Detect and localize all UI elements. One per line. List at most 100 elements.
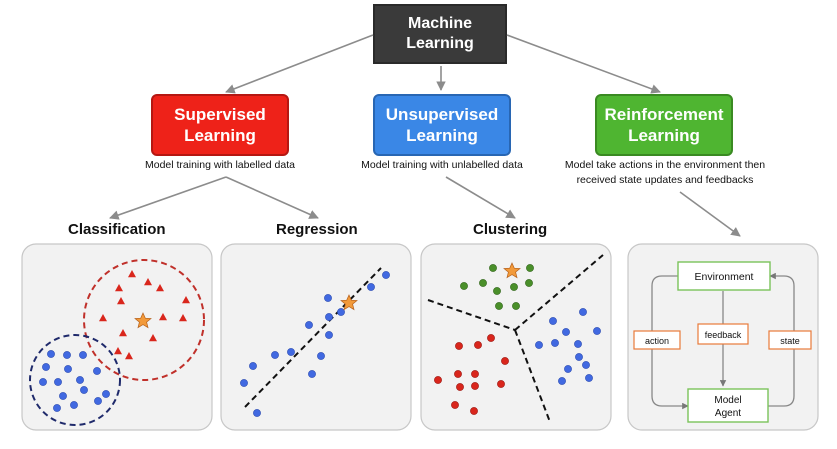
blue-class-point [53, 404, 61, 412]
classification-plot [29, 259, 205, 426]
unsupervised-line1: Unsupervised [385, 104, 499, 124]
supervised-description: Model training with labelled data [120, 158, 320, 173]
unsupervised-line2: Learning [406, 126, 478, 145]
blue-class-point [94, 397, 102, 405]
arrow-to-rl-panel [679, 191, 741, 237]
supervised-line1: Supervised [174, 104, 266, 124]
regression-point [324, 294, 332, 302]
regression-point [287, 348, 295, 356]
reinforcement-line2: Learning [628, 126, 700, 145]
cluster-boundary-bottom [514, 329, 551, 423]
regression-point [367, 283, 375, 291]
blue-class-point [93, 367, 101, 375]
red-cluster-point [470, 407, 478, 415]
clustering-label: Clustering [473, 221, 548, 238]
model-agent-label-line1: Model [714, 395, 741, 406]
blue-cluster-point [582, 361, 590, 369]
green-cluster-point [479, 279, 487, 287]
red-triangle-point [119, 329, 127, 337]
arrow-to-supervised [225, 34, 374, 94]
blue-cluster-point [593, 327, 601, 335]
blue-class-point [102, 390, 110, 398]
reinforcement-description-line1: Model take actions in the environment th… [564, 159, 766, 171]
state-box [768, 330, 812, 350]
machine-learning-line2: Learning [406, 35, 474, 52]
feedback-label: feedback [705, 330, 742, 340]
regression-point [271, 351, 279, 359]
machine-learning-node: Machine Learning [373, 4, 507, 64]
arrow-to-reinforcement [506, 34, 661, 94]
green-cluster-point [525, 279, 533, 287]
red-triangle-point [125, 352, 133, 360]
regression-point [382, 271, 390, 279]
red-cluster-point [471, 382, 479, 390]
unsupervised-description-line: Model training with unlabelled data [361, 159, 523, 171]
clustering-star-icon [503, 262, 521, 279]
blue-class-point [79, 351, 87, 359]
supervised-line2: Learning [184, 126, 256, 145]
action-box [633, 330, 681, 350]
blue-cluster-point [562, 328, 570, 336]
blue-cluster-point [549, 317, 557, 325]
red-triangle-point [115, 284, 123, 292]
regression-point [249, 362, 257, 370]
tree-arrows [109, 34, 741, 237]
red-triangle-point [159, 313, 167, 321]
blue-cluster-point [574, 340, 582, 348]
supervised-learning-node: Supervised Learning [151, 94, 289, 156]
unsupervised-learning-node: Unsupervised Learning [373, 94, 511, 156]
feedback-box [697, 323, 749, 345]
clustering-plot [427, 254, 604, 423]
green-cluster-point [495, 302, 503, 310]
classification-label: Classification [68, 221, 166, 238]
red-cluster-point [456, 383, 464, 391]
regression-line [244, 267, 382, 408]
environment-label: Environment [695, 271, 754, 283]
reinforcement-description-line2: received state updates and feedbacks [576, 174, 754, 187]
red-triangle-point [128, 270, 136, 278]
red-cluster-point [434, 376, 442, 384]
arrow-to-classification [109, 176, 227, 220]
regression-point [253, 409, 261, 417]
regression-point [305, 321, 313, 329]
blue-class-point [70, 401, 78, 409]
regression-point [325, 331, 333, 339]
red-cluster-point [455, 342, 463, 350]
model-agent-label-line2: Agent [715, 408, 741, 419]
regression-point [325, 313, 333, 321]
blue-class-point [59, 392, 67, 400]
red-cluster-point [451, 401, 459, 409]
regression-point [308, 370, 316, 378]
green-cluster-point [526, 264, 534, 272]
regression-star-icon [340, 294, 358, 311]
model-agent-box [687, 388, 769, 423]
red-class-boundary [83, 259, 205, 381]
red-cluster-point [497, 380, 505, 388]
red-triangle-point [156, 284, 164, 292]
red-triangle-point [99, 314, 107, 322]
regression-point [317, 352, 325, 360]
blue-cluster-point [558, 377, 566, 385]
blue-class-boundary [29, 334, 121, 426]
blue-class-point [64, 365, 72, 373]
cluster-boundary-left [427, 299, 516, 331]
arrow-to-clustering [445, 176, 516, 219]
green-cluster-point [489, 264, 497, 272]
rl-loop: Environment Model Agent action feedback … [633, 261, 812, 423]
green-cluster-point [460, 282, 468, 290]
blue-cluster-point [535, 341, 543, 349]
red-triangle-point [182, 296, 190, 304]
reinforcement-learning-node: Reinforcement Learning [595, 94, 733, 156]
red-cluster-point [474, 341, 482, 349]
blue-class-point [47, 350, 55, 358]
action-label: action [645, 336, 669, 346]
blue-class-point [42, 363, 50, 371]
red-triangle-point [144, 278, 152, 286]
blue-class-point [54, 378, 62, 386]
blue-class-point [76, 376, 84, 384]
red-cluster-point [501, 357, 509, 365]
supervised-description-line: Model training with labelled data [144, 159, 295, 171]
blue-cluster-point [575, 353, 583, 361]
machine-learning-line1: Machine [407, 15, 472, 32]
regression-plot [240, 267, 390, 417]
